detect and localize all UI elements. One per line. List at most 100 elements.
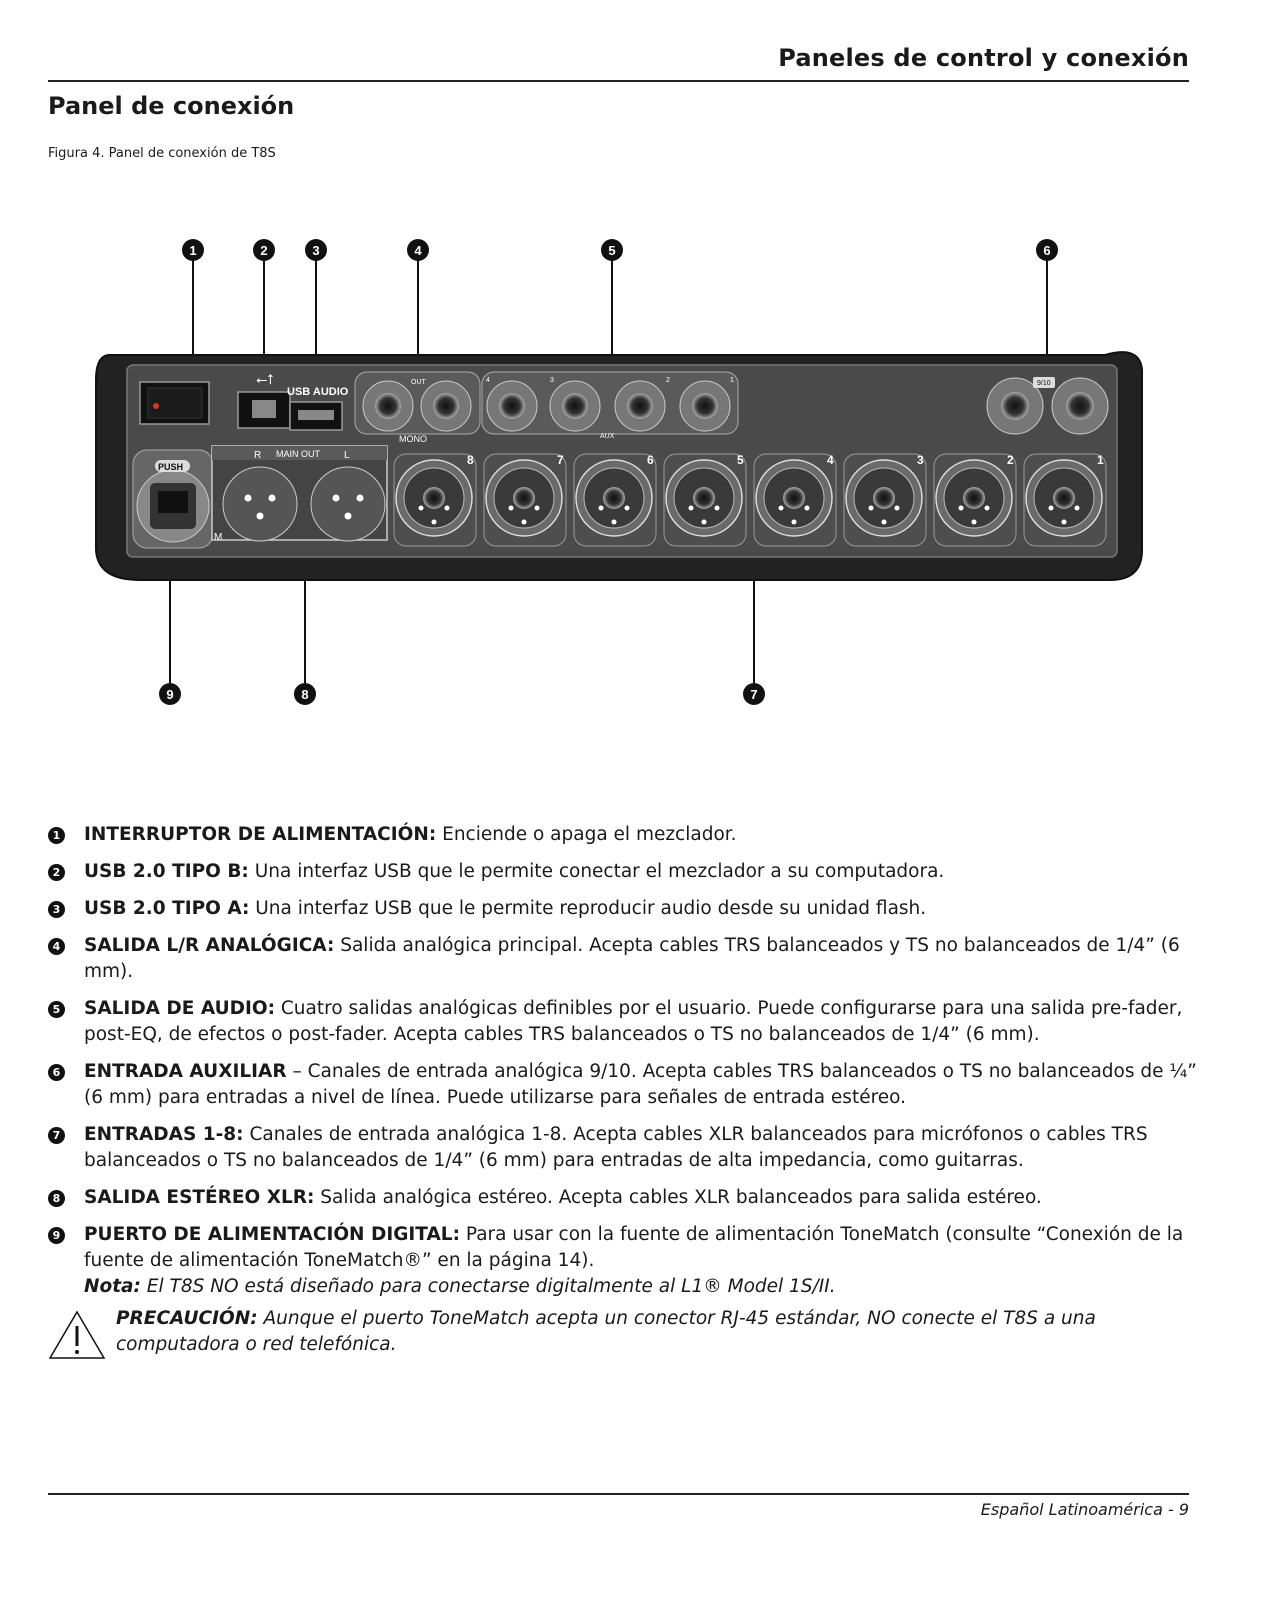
item-label: USB 2.0 TIPO A: <box>84 898 250 919</box>
m-mark: M <box>214 532 222 543</box>
callout-number: 6 <box>1043 243 1050 258</box>
callout-1: 1 <box>182 239 204 261</box>
aux-num-3: 3 <box>550 377 554 384</box>
out-label: OUT <box>411 379 427 386</box>
list-item: 3 USB 2.0 TIPO A: Una interfaz USB que le… <box>48 896 1198 922</box>
item-text: Canales de entrada analógica 1-8. Acepta… <box>84 1124 1148 1171</box>
item-label: INTERRUPTOR DE ALIMENTACIÓN: <box>84 824 437 845</box>
item-text: Una interfaz USB que le permite reproduc… <box>249 898 927 919</box>
usb-b-port: ⭠⭡ <box>237 371 291 429</box>
callout-6: 6 <box>1036 239 1058 261</box>
item-number: 6 <box>48 1064 65 1081</box>
callout-3: 3 <box>305 239 327 261</box>
list-item: 7 ENTRADAS 1-8: Canales de entrada analóg… <box>48 1122 1198 1174</box>
callout-number: 2 <box>260 243 267 258</box>
usb-audio-label: USB AUDIO <box>287 386 349 398</box>
aux-in-label: 9/10 <box>1037 380 1051 387</box>
callout-5: 5 <box>601 239 623 261</box>
footer-rule <box>48 1493 1189 1495</box>
callout-9: 9 <box>159 683 181 705</box>
input-number: 4 <box>827 453 834 467</box>
aux-num-4: 4 <box>486 377 490 384</box>
page-header-title: Paneles de control y conexión <box>778 44 1189 72</box>
usb-icon: ⭠⭡ <box>256 371 274 387</box>
main-out-xlr: R MAIN OUT L M <box>211 445 388 543</box>
item-number: 2 <box>48 864 65 881</box>
item-text: Salida analógica principal. Acepta cable… <box>84 935 1180 982</box>
combo-input-1: 1 <box>1023 453 1107 547</box>
combo-input-6: 6 <box>573 453 657 547</box>
section-title: Panel de conexión <box>48 92 295 120</box>
xlr-r-label: R <box>254 450 261 461</box>
item-text: – Canales de entrada analógica 9/10. Ace… <box>84 1061 1197 1108</box>
callout-number: 9 <box>166 687 173 702</box>
warning-icon <box>48 1310 106 1359</box>
item-label: PUERTO DE ALIMENTACIÓN DIGITAL: <box>84 1224 460 1245</box>
combo-input-2: 2 <box>933 453 1017 547</box>
callout-number: 1 <box>189 243 196 258</box>
item-label: ENTRADA AUXILIAR <box>84 1061 287 1082</box>
item-number: 5 <box>48 1001 65 1018</box>
callout-7: 7 <box>743 683 765 705</box>
caution-block: PRECAUCIÓN: Aunque el puerto ToneMatch a… <box>48 1306 1198 1359</box>
callout-number: 5 <box>608 243 615 258</box>
input-number: 1 <box>1097 453 1104 467</box>
callout-2: 2 <box>253 239 275 261</box>
item-label: SALIDA L/R ANALÓGICA: <box>84 935 335 956</box>
item-label: SALIDA ESTÉREO XLR: <box>84 1187 315 1208</box>
main-out-label: MAIN OUT <box>276 449 321 459</box>
input-number: 8 <box>467 453 474 467</box>
header-rule <box>48 80 1189 82</box>
item-text: Cuatro salidas analógicas definibles por… <box>84 998 1183 1045</box>
item-number: 7 <box>48 1127 65 1144</box>
item-number: 9 <box>48 1227 65 1244</box>
input-number: 6 <box>647 453 654 467</box>
aux-num-2: 2 <box>666 377 670 384</box>
item-label: ENTRADAS 1-8: <box>84 1124 244 1145</box>
page-footer: Español Latinoamérica - 9 <box>980 1500 1189 1519</box>
combo-input-7: 7 <box>483 453 567 547</box>
item-text: Para usar con la fuente de alimentación … <box>84 1224 1184 1271</box>
list-item: 4 SALIDA L/R ANALÓGICA: Salida analógica … <box>48 933 1198 985</box>
item-number: 1 <box>48 827 65 844</box>
note-label: Nota: <box>84 1276 141 1297</box>
callout-8: 8 <box>294 683 316 705</box>
item-label: USB 2.0 TIPO B: <box>84 861 249 882</box>
digital-power-port: PUSH <box>132 449 214 549</box>
input-number: 2 <box>1007 453 1014 467</box>
connection-panel-diagram: ⭠⭡ USB AUDIO OUT MONO 4 3 2 1 AUX 9/10 <box>95 239 1143 705</box>
item-number: 4 <box>48 938 65 955</box>
note-text: El T8S NO está diseñado para conectarse … <box>140 1276 836 1297</box>
main-out-trs-jacks: OUT MONO <box>354 371 481 444</box>
combo-input-8: 8 <box>393 453 477 547</box>
xlr-l-label: L <box>344 450 350 461</box>
input-number: 3 <box>917 453 924 467</box>
list-item: 5 SALIDA DE AUDIO: Cuatro salidas analógi… <box>48 996 1198 1048</box>
item-text: Una interfaz USB que le permite conectar… <box>248 861 945 882</box>
callout-number: 7 <box>750 687 757 702</box>
item-label: SALIDA DE AUDIO: <box>84 998 275 1019</box>
aux-num-1: 1 <box>730 377 734 384</box>
list-item: 2 USB 2.0 TIPO B: Una interfaz USB que le… <box>48 859 1198 885</box>
item-number: 3 <box>48 901 65 918</box>
power-switch <box>139 381 210 425</box>
aux-out-jacks: 4 3 2 1 AUX <box>481 371 739 440</box>
figure-caption: Figura 4. Panel de conexión de T8S <box>48 146 276 161</box>
input-number: 5 <box>737 453 744 467</box>
item-text: Salida analógica estéreo. Acepta cables … <box>314 1187 1042 1208</box>
combo-input-4: 4 <box>753 453 837 547</box>
push-label: PUSH <box>158 462 183 472</box>
combo-input-5: 5 <box>663 453 747 547</box>
list-item: 6 ENTRADA AUXILIAR – Canales de entrada a… <box>48 1059 1198 1111</box>
list-item: 9 PUERTO DE ALIMENTACIÓN DIGITAL: Para us… <box>48 1222 1198 1300</box>
callout-number: 8 <box>301 687 308 702</box>
usb-a-port: USB AUDIO <box>287 386 349 431</box>
callout-number: 4 <box>414 243 422 258</box>
callout-number: 3 <box>312 243 319 258</box>
combo-input-3: 3 <box>843 453 927 547</box>
